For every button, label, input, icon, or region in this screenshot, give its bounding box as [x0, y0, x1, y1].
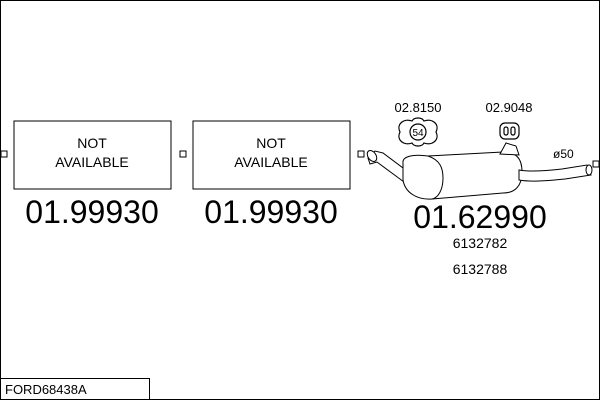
rubber-mount-icon — [398, 117, 438, 147]
part-1-number: 01.99930 — [25, 194, 158, 230]
rubber-hanger-icon — [499, 122, 520, 140]
rear-silencer-drawing — [366, 142, 593, 200]
sheet-code-box: FORD68438A — [0, 378, 150, 400]
part-2-box — [192, 120, 351, 190]
inlet-pipe-end — [366, 150, 378, 162]
part-2-number: 01.99930 — [204, 194, 337, 230]
connector-1 — [0, 150, 8, 158]
part-3-number: 01.62990 — [413, 199, 546, 235]
part-1-box — [13, 120, 172, 190]
accessory-1-badge: 54 — [412, 128, 424, 139]
part-2-label-line1: NOT — [256, 135, 286, 151]
outlet-pipe — [518, 164, 592, 182]
connector-3 — [357, 150, 365, 158]
accessory-1-number: 02.8150 — [395, 100, 442, 115]
part-2: NOT AVAILABLE 01.99930 — [192, 120, 351, 230]
sheet-code: FORD68438A — [5, 382, 87, 397]
part-2-label-line2: AVAILABLE — [234, 154, 307, 170]
part-1: NOT AVAILABLE 01.99930 — [13, 120, 172, 230]
accessory-2-number: 02.9048 — [486, 100, 533, 115]
outlet-pipe-end — [585, 164, 593, 176]
silencer-body — [402, 151, 523, 200]
oem-number-1: 6132782 — [453, 235, 508, 251]
pipe-diameter-label: ø50 — [553, 147, 574, 161]
silencer-body-seam — [427, 155, 444, 200]
part-1-label-line2: AVAILABLE — [55, 154, 128, 170]
accessory-2: 02.9048 — [486, 100, 533, 140]
silencer-bracket — [499, 142, 520, 156]
accessory-1: 02.8150 54 — [395, 100, 442, 147]
connector-4 — [592, 160, 600, 168]
connector-2 — [179, 150, 187, 158]
part-1-label-line1: NOT — [77, 135, 107, 151]
oem-number-2: 6132788 — [453, 261, 508, 277]
part-3: ø50 01.62990 6132782 6132788 — [366, 142, 593, 277]
